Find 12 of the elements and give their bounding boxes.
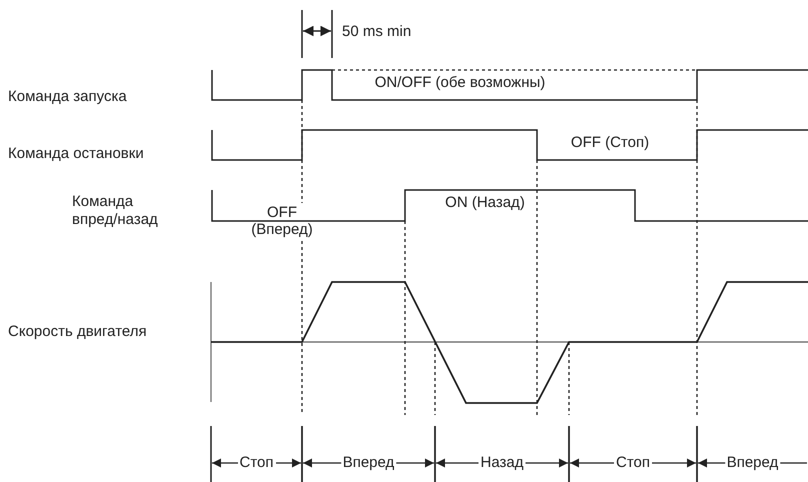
signal-label: Команда запуска xyxy=(8,88,127,106)
signal-label: Команда остановки xyxy=(8,145,144,163)
period-label: Назад xyxy=(478,454,526,472)
signal-label: Команда впред/назад xyxy=(72,193,159,229)
signal-label: ON (Назад) xyxy=(444,194,526,212)
period-label: Вперед xyxy=(340,454,396,472)
period-label: Вперед xyxy=(724,454,780,472)
signal-label: ON/OFF (обе возможны) xyxy=(374,74,546,92)
dimension-label: 50 ms min xyxy=(342,23,412,41)
signal-label: Скорость двигателя xyxy=(8,323,147,341)
signal-label: OFF (Вперед) xyxy=(250,204,314,238)
signal-label: OFF (Стоп) xyxy=(570,134,650,152)
